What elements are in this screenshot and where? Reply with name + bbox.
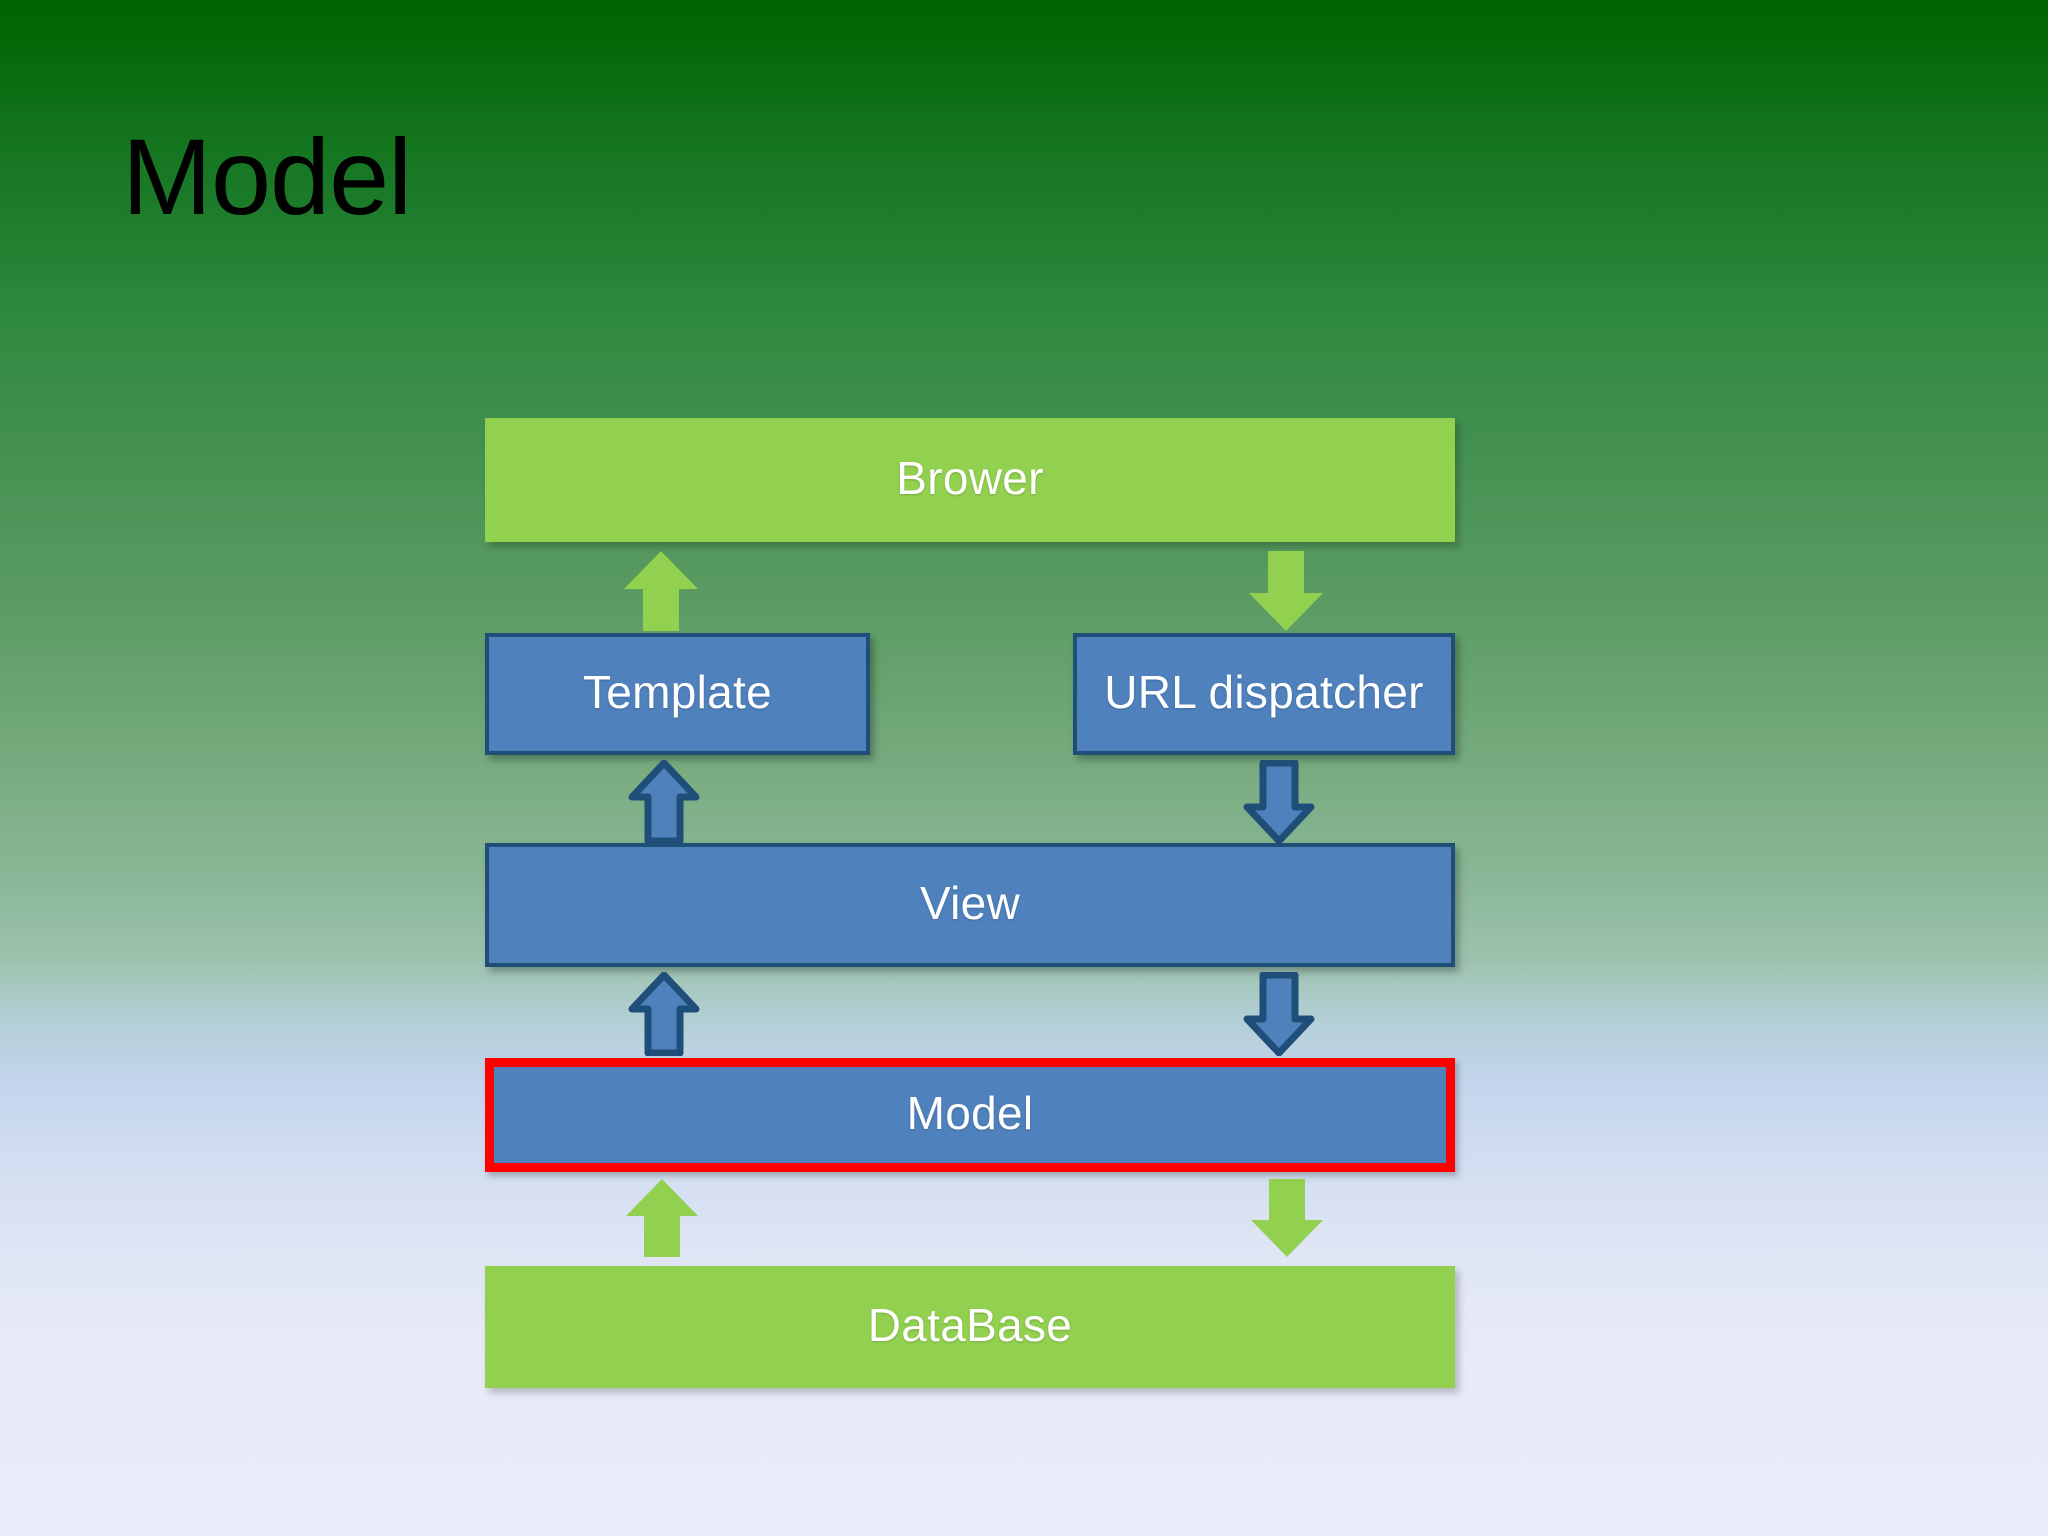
node-template-label: Template (582, 666, 773, 718)
node-model-label: Model (906, 1087, 1034, 1139)
arrow-url-dispatcher-to-view-icon (1243, 760, 1315, 844)
arrow-model-to-view-icon (628, 972, 700, 1056)
node-template[interactable]: Template (485, 633, 870, 755)
arrow-template-to-brower-icon (620, 548, 702, 634)
node-model[interactable]: Model (485, 1058, 1455, 1172)
node-database[interactable]: DataBase (485, 1266, 1455, 1388)
node-url-dispatcher-label: URL dispatcher (1104, 666, 1424, 718)
arrow-view-to-template-icon (628, 760, 700, 844)
arrow-view-to-model-icon (1243, 972, 1315, 1056)
node-database-label: DataBase (867, 1299, 1073, 1351)
node-view[interactable]: View (485, 843, 1455, 967)
page-title: Model (122, 116, 412, 237)
node-url-dispatcher[interactable]: URL dispatcher (1073, 633, 1455, 755)
arrow-database-to-model-icon (622, 1176, 702, 1260)
node-brower-label: Brower (896, 452, 1044, 504)
node-view-label: View (919, 877, 1021, 929)
node-brower[interactable]: Brower (485, 418, 1455, 542)
arrow-model-to-database-icon (1247, 1176, 1327, 1260)
arrow-brower-to-url-dispatcher-icon (1245, 548, 1327, 634)
